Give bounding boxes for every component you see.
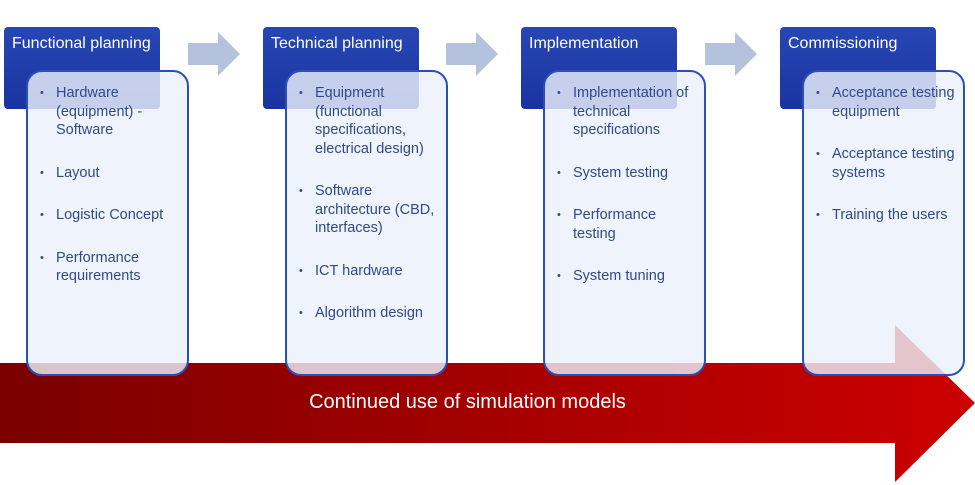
phase-implementation: Implementation •Implementation of techni… [521, 0, 721, 485]
phase-technical-planning: Technical planning •Equipment (functiona… [263, 0, 463, 485]
bullet-icon: • [816, 209, 820, 221]
bullet-icon: • [40, 166, 44, 179]
list-item: •Acceptance testing systems [816, 146, 955, 181]
list-item: •Algorithm design [299, 305, 423, 321]
bullet-icon: • [816, 148, 820, 160]
list-item: •Logistic Concept [40, 207, 164, 223]
list-item: •Equipment (functional specifications, e… [299, 85, 424, 157]
list-item: •Software architecture (CBD, interfaces) [299, 183, 435, 236]
list-item: •Performance testing [557, 207, 657, 242]
list-item: •Implementation of technical specificati… [557, 85, 689, 138]
bullet-icon: • [299, 307, 303, 319]
chevron-right-icon [188, 32, 240, 76]
bullet-icon: • [557, 87, 561, 99]
list-item: •System testing [557, 164, 669, 181]
bullet-icon: • [299, 185, 303, 197]
phase-card: •Acceptance testing equipment •Acceptanc… [802, 70, 965, 376]
bullet-icon: • [299, 264, 303, 277]
simulation-arrow-shape [0, 325, 975, 482]
list-item: •Hardware (equipment) - Software [40, 85, 143, 138]
phase-functional-planning: Functional planning •Hardware (equipment… [4, 0, 204, 485]
list-item: •Performance requirements [40, 249, 141, 285]
bullet-icon: • [299, 87, 303, 99]
simulation-arrow-label: Continued use of simulation models [309, 391, 626, 413]
bullet-icon: • [40, 87, 44, 99]
phase-card: •Hardware (equipment) - Software •Layout… [26, 70, 189, 376]
chevron-right-icon [446, 32, 498, 76]
bullet-icon: • [557, 209, 561, 221]
phase-card: •Implementation of technical specificati… [543, 70, 706, 376]
phase-item-list: •Implementation of technical specificati… [557, 84, 696, 286]
bullet-icon: • [557, 166, 561, 179]
list-item: •ICT hardware [299, 262, 403, 279]
phase-item-list: •Hardware (equipment) - Software •Layout… [40, 84, 179, 286]
bullet-icon: • [40, 251, 44, 264]
list-item: •Layout [40, 164, 100, 181]
list-item: •System tuning [557, 268, 665, 284]
phase-commissioning: Commissioning •Acceptance testing equipm… [780, 0, 975, 485]
phase-card: •Equipment (functional specifications, e… [285, 70, 448, 376]
list-item: •Acceptance testing equipment [816, 85, 955, 120]
bullet-icon: • [40, 209, 44, 221]
list-item: •Training the users [816, 207, 948, 223]
chevron-right-icon [705, 32, 757, 76]
phase-item-list: •Acceptance testing equipment •Acceptanc… [816, 84, 955, 225]
phase-item-list: •Equipment (functional specifications, e… [299, 84, 438, 323]
bullet-icon: • [557, 270, 561, 282]
bullet-icon: • [816, 87, 820, 99]
